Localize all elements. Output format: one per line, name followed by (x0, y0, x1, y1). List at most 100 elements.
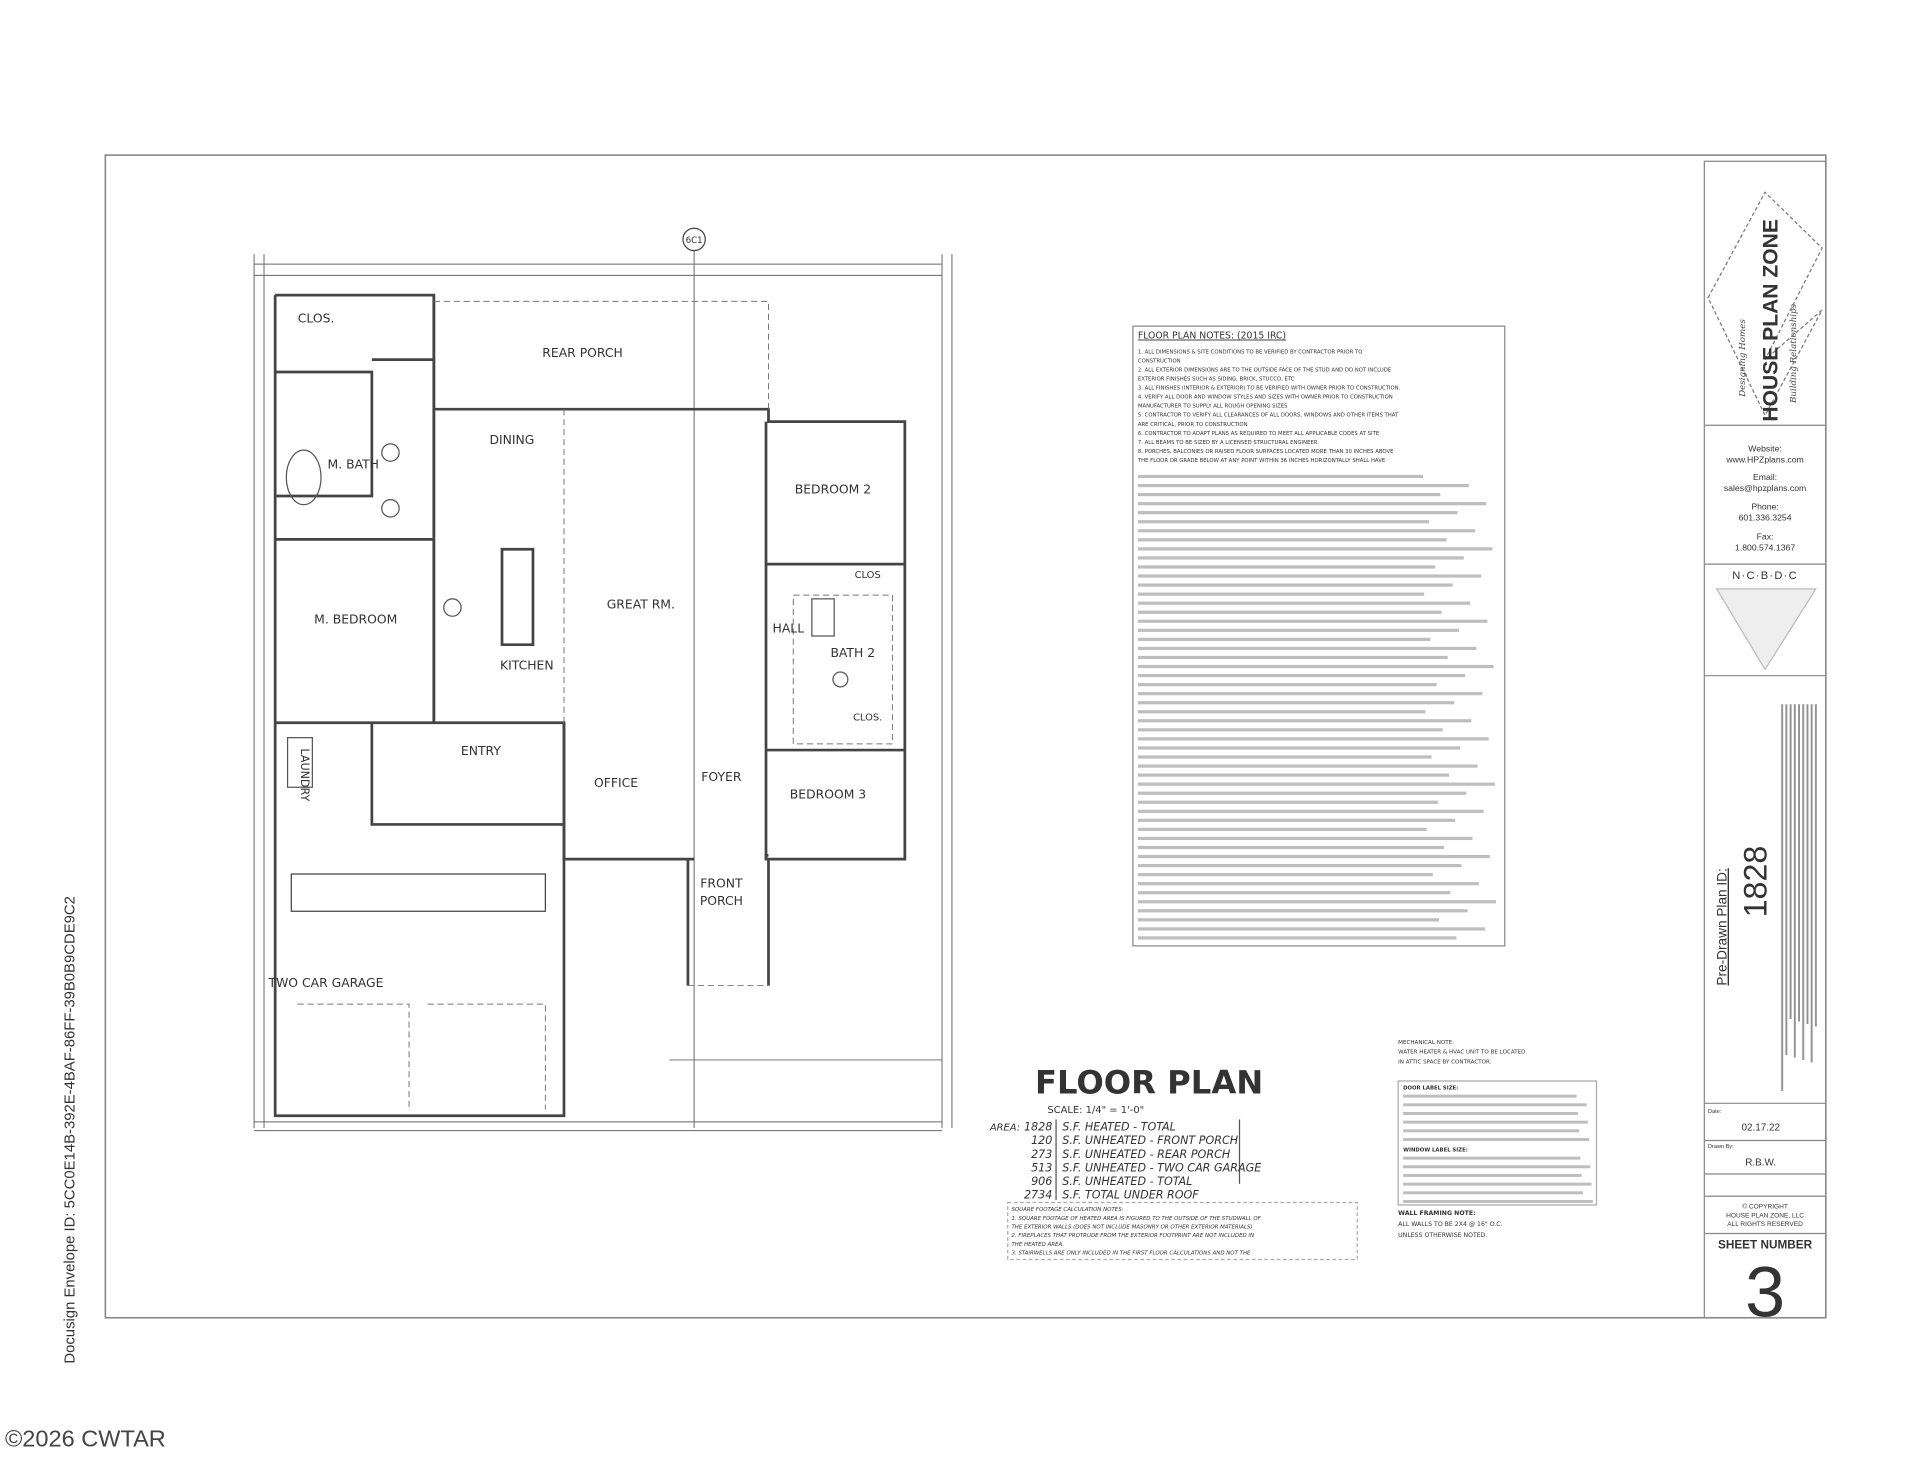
illegible-note-line (1137, 845, 1445, 850)
illegible-note-line (1137, 583, 1453, 587)
area-description: S.F. UNHEATED - FRONT PORCH (1062, 1134, 1239, 1147)
illegible-note-line (1137, 719, 1472, 723)
house-plan-zone-logo: HOUSE PLAN ZONE Designing Homes Building… (1707, 191, 1823, 422)
sheet-border (104, 154, 1827, 1319)
bathtub-icon (285, 449, 322, 506)
illegible-note-line (1137, 511, 1458, 515)
illegible-note-line (1137, 710, 1426, 714)
ncbdc-emblem-icon (1715, 588, 1818, 671)
note-line: CONSTRUCTION (1138, 358, 1181, 364)
note-line: EXTERIOR FINISHES SUCH AS SIDING, BRICK,… (1138, 377, 1295, 383)
illegible-disclaimer-line (1793, 704, 1796, 1058)
room-label: CLOS. (853, 712, 882, 723)
illegible-note-line (1137, 891, 1451, 895)
illegible-note-line (1137, 556, 1464, 560)
area-value: 513 (1031, 1161, 1052, 1174)
label-text: Drawn By: (1708, 1144, 1734, 1150)
section-marker (682, 227, 706, 252)
plan-title: FLOOR PLAN (1035, 1063, 1263, 1101)
illegible-note-line (1137, 619, 1488, 623)
illegible-note-line (1137, 746, 1461, 750)
note-line: ARE CRITICAL, PRIOR TO CONSTRUCTION (1138, 422, 1248, 428)
illegible-note-line (1137, 592, 1425, 596)
illegible-note-line (1403, 1103, 1587, 1107)
illegible-note-line (1403, 1129, 1580, 1133)
illegible-note-line (1137, 601, 1471, 605)
note-line: 7. ALL BEAMS TO BE SIZED BY A LICENSED S… (1138, 440, 1318, 446)
label-text: Designing Homes (1738, 319, 1748, 398)
illegible-note-line (1137, 520, 1430, 524)
illegible-note-line (1137, 918, 1440, 922)
area-description: S.F. UNHEATED - TOTAL (1062, 1175, 1192, 1188)
note-line: 4. VERIFY ALL DOOR AND WINDOW STYLES AND… (1138, 395, 1393, 401)
area-schedule: FLOOR PLAN SCALE: 1/4" = 1'-0" AREA: 182… (989, 1063, 1358, 1261)
room-label: KITCHEN (500, 657, 554, 672)
plan-id: 1828 (1737, 846, 1773, 918)
room-label: CLOS. (298, 310, 335, 325)
illegible-note-line (1403, 1138, 1590, 1141)
illegible-note-line (1137, 854, 1490, 859)
room-label: BATH 2 (830, 645, 875, 660)
washer-icon (286, 737, 313, 788)
note-line: 6. CONTRACTOR TO ADAPT PLANS AS REQUIRED… (1138, 431, 1380, 437)
room-label: REAR PORCH (542, 345, 623, 360)
title-block: HOUSE PLAN ZONE Designing Homes Building… (1703, 160, 1827, 1333)
area-label: AREA: (989, 1123, 1020, 1134)
illegible-note-line (1137, 737, 1489, 741)
illegible-note-line (1137, 547, 1493, 551)
illegible-note-line (1403, 1111, 1578, 1115)
label-text: ALL RIGHTS RESERVED (1727, 1221, 1803, 1228)
area-value: 906 (1031, 1175, 1052, 1188)
area-value: 1828 (1024, 1121, 1052, 1134)
illegible-note-line (1403, 1182, 1592, 1186)
illegible-note-line (1137, 574, 1482, 578)
sqft-note-line: SQUARE FOOTAGE CALCULATION NOTES: (1011, 1207, 1123, 1213)
illegible-note-line (1137, 863, 1462, 868)
label-text: Date: (1708, 1109, 1722, 1115)
illegible-note-line (1403, 1156, 1581, 1160)
room-label: BEDROOM 3 (790, 786, 866, 801)
illegible-note-line (1137, 827, 1427, 831)
label-text: Phone: (1751, 502, 1778, 512)
illegible-note-line (1137, 682, 1437, 687)
room-label: DINING (489, 432, 534, 447)
label-text: DOOR LABEL SIZE: (1403, 1086, 1458, 1092)
illegible-note-line (1137, 818, 1456, 822)
illegible-note-line (1137, 565, 1436, 569)
illegible-note-line (1137, 628, 1459, 632)
label-text: 1.800.574.1367 (1735, 542, 1795, 552)
room-label: HALL (773, 620, 805, 635)
note-line: 5. CONTRACTOR TO VERIFY ALL CLEARANCES O… (1138, 413, 1399, 419)
illegible-note-line (1137, 637, 1431, 641)
illegible-note-line (1137, 836, 1473, 841)
illegible-note-line (1137, 782, 1495, 786)
ncbdc-logo: N·C·B·D·C (1732, 570, 1798, 582)
note-line: 2. ALL EXTERIOR DIMENSIONS ARE TO THE OU… (1138, 368, 1392, 374)
illegible-note-line (1403, 1120, 1588, 1124)
illegible-disclaimer-line (1814, 704, 1817, 1027)
label-text: R.B.W. (1745, 1157, 1776, 1168)
area-description: S.F. TOTAL UNDER ROOF (1062, 1189, 1199, 1202)
illegible-note-line (1137, 483, 1469, 488)
sqft-note-line: 1. SQUARE FOOTAGE OF HEATED AREA IS FIGU… (1011, 1216, 1261, 1222)
sqft-note-line: 3. STAIRWELLS ARE ONLY INCLUDED IN THE F… (1011, 1251, 1251, 1257)
notes-title: FLOOR PLAN NOTES: (2015 IRC) (1138, 331, 1286, 342)
illegible-disclaimer-line (1806, 704, 1809, 1024)
plan-scale: SCALE: 1/4" = 1'-0" (1047, 1105, 1144, 1116)
label-text: 02.17.22 (1742, 1123, 1781, 1134)
label-text: 6C1 (686, 236, 703, 246)
room-label: FRONT (700, 876, 743, 891)
illegible-note-line (1137, 936, 1457, 940)
sqft-note-line: THE EXTERIOR WALLS (DOES NOT INCLUDE MAS… (1011, 1225, 1252, 1231)
label-text: UNLESS OTHERWISE NOTED. (1398, 1232, 1487, 1239)
illegible-note-line (1137, 492, 1441, 497)
illegible-note-line (1137, 692, 1483, 696)
note-line: 1. ALL DIMENSIONS & SITE CONDITIONS TO B… (1138, 349, 1363, 355)
illegible-note-line (1137, 538, 1447, 542)
label-text: Fax: (1757, 531, 1774, 541)
illegible-note-line (1403, 1191, 1583, 1195)
illegible-note-line (1137, 900, 1497, 904)
illegible-note-line (1137, 701, 1454, 705)
sheet-number: 3 (1745, 1253, 1785, 1333)
